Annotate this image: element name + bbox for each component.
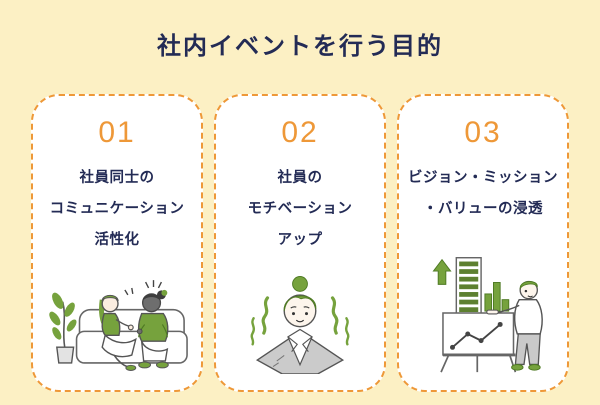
card-number: 02 xyxy=(281,116,319,149)
motivated-woman-illustration xyxy=(250,276,350,374)
card-text-line: 活性化 xyxy=(94,232,140,248)
easel-line-chart-icon xyxy=(440,312,517,373)
page-title: 社内イベントを行う目的 xyxy=(157,33,443,60)
bar-chart-icon xyxy=(484,282,510,312)
card-text-line: コミュニケーション xyxy=(49,201,185,217)
card-03-vision: 03 ビジョン・ミッション ・バリューの浸透 xyxy=(397,94,569,392)
stacked-chart-icon xyxy=(455,257,482,320)
card-01-communication: 01 社員同士の コミュニケーション 活性化 xyxy=(31,94,203,392)
face-icon xyxy=(283,276,317,328)
card-number: 01 xyxy=(98,116,136,149)
card-text: 社員同士の コミュニケーション 活性化 xyxy=(50,163,185,256)
card-number: 03 xyxy=(464,116,502,149)
up-arrow-icon xyxy=(432,258,452,285)
sofa-conversation-illustration xyxy=(49,280,188,371)
person-left-icon xyxy=(98,287,137,371)
card-text-line: モチベーション xyxy=(247,201,353,217)
suit-icon xyxy=(255,328,345,374)
card-text-line: ビジョン・ミッション xyxy=(408,170,558,186)
person-right-icon xyxy=(136,280,169,369)
card-02-motivation: 02 社員の モチベーション アップ xyxy=(214,94,386,392)
card-text-line: ・バリューの浸透 xyxy=(423,201,543,217)
card-text-line: 社員の xyxy=(277,170,323,186)
energy-aura-icon xyxy=(250,296,350,346)
card-text: 社員の モチベーション アップ xyxy=(248,163,353,256)
card-text-line: 社員同士の xyxy=(79,170,155,186)
presentation-chart-illustration xyxy=(432,257,543,373)
purpose-cards: 01 社員同士の コミュニケーション 活性化 xyxy=(0,94,600,392)
presenter-icon xyxy=(486,280,543,371)
plant-icon xyxy=(49,292,77,364)
card-text: ビジョン・ミッション ・バリューの浸透 xyxy=(408,163,558,225)
card-text-line: アップ xyxy=(277,232,323,248)
